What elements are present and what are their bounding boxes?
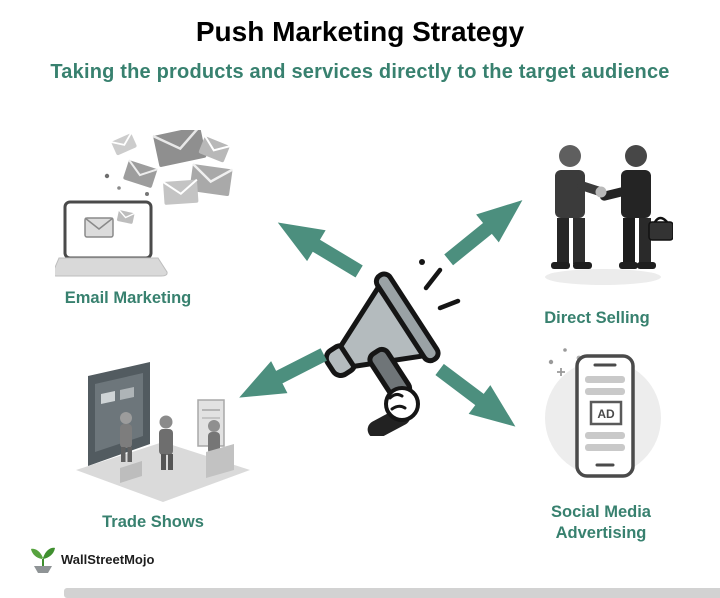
ad-text: AD [597, 407, 615, 421]
direct-selling-icon [545, 145, 673, 285]
logo-plant-icon [31, 547, 55, 573]
arrow-down-left-icon [239, 348, 328, 398]
arrow-down-right-icon [435, 363, 516, 427]
page-subtitle: Taking the products and services directl… [50, 61, 670, 83]
logo-text: WallStreetMojo [61, 551, 155, 567]
bottom-bar [64, 588, 720, 598]
page-title: Push Marketing Strategy [195, 16, 525, 47]
email-marketing-label: Email Marketing [64, 289, 192, 307]
wallstreetmojo-logo: WallStreetMojo [30, 544, 154, 574]
social-media-ad-icon: AD [545, 348, 661, 478]
email-marketing-icon [55, 130, 234, 277]
social-media-advertising-label: Social Media Advertising [551, 503, 651, 543]
arrow-up-left-icon [277, 222, 363, 278]
megaphone-icon [323, 259, 461, 436]
direct-selling-label: Direct Selling [544, 309, 650, 327]
trade-show-icon [76, 362, 250, 502]
trade-shows-label: Trade Shows [102, 513, 204, 531]
arrow-up-right-icon [444, 200, 523, 266]
